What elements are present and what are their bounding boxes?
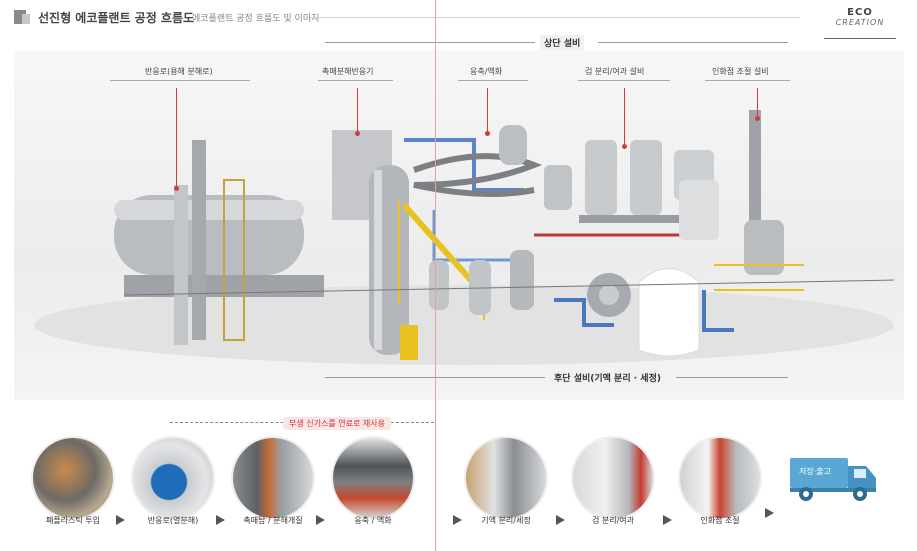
step-label-gum-filter: 검 분리/여과 bbox=[591, 516, 635, 525]
pin-dot-separation bbox=[622, 144, 627, 149]
bottom-section-line-right bbox=[676, 377, 788, 378]
step-arrow-5-icon bbox=[556, 515, 565, 525]
eq-line-condense bbox=[458, 80, 528, 81]
eq-line-catalyst bbox=[318, 80, 393, 81]
top-section-line-left bbox=[325, 42, 535, 43]
bottom-section-label: 후단 설비(기액 분리 · 세정) bbox=[550, 370, 665, 385]
reuse-label: 부생 신가스를 연료로 재사용 bbox=[283, 417, 391, 430]
step-label-condense: 응축 / 액화 bbox=[354, 516, 392, 525]
logo-line2: CREATION bbox=[835, 18, 885, 27]
label-condense: 응축/액화 bbox=[470, 67, 503, 76]
pin-dot-condense bbox=[485, 131, 490, 136]
pin-flashpoint bbox=[757, 88, 758, 118]
step-arrow-2-icon bbox=[216, 515, 225, 525]
step-image-gum-filter bbox=[573, 438, 653, 518]
pin-condense bbox=[487, 88, 488, 133]
header-divider bbox=[310, 17, 800, 18]
step-image-condense bbox=[333, 438, 413, 518]
eco-creation-logo: ECO CREATION bbox=[820, 7, 900, 39]
page-title: 선진형 에코플랜트 공정 흐름도 bbox=[38, 11, 195, 25]
step-image-flashpoint bbox=[680, 438, 760, 518]
label-separation: 검 분리/여과 설비 bbox=[585, 67, 645, 76]
truck-icon bbox=[790, 458, 876, 501]
label-flashpoint: 인화점 조절 설비 bbox=[712, 67, 769, 76]
label-catalyst: 촉매분해반응기 bbox=[322, 67, 374, 76]
eq-line-separation bbox=[578, 80, 670, 81]
header-marker-light bbox=[22, 14, 30, 24]
eq-line-flashpoint bbox=[705, 80, 790, 81]
pin-dot-flashpoint bbox=[755, 116, 760, 121]
step-label-flashpoint: 인화점 조절 bbox=[700, 516, 740, 525]
page-subtitle: 에코플랜트 공정 흐름도 및 이미지 bbox=[192, 14, 320, 24]
logo-line1: ECO bbox=[847, 7, 873, 18]
step-image-reactor bbox=[133, 438, 213, 518]
step-arrow-6-icon bbox=[663, 515, 672, 525]
step-image-gas-liquid bbox=[466, 438, 546, 518]
step-image-plastic-input bbox=[33, 438, 113, 518]
plant-illustration bbox=[14, 50, 904, 400]
top-section-line-right bbox=[598, 42, 788, 43]
step-image-catalyst bbox=[233, 438, 313, 518]
label-reactor: 반응로(용해 분해로) bbox=[145, 67, 213, 76]
step-label-plastic-input: 폐플라스틱 투입 bbox=[45, 516, 101, 525]
truck-label: 저장·출고 bbox=[799, 467, 831, 476]
step-arrow-1-icon bbox=[116, 515, 125, 525]
logo-underline-icon bbox=[824, 38, 896, 39]
plant-drawing-icon bbox=[34, 110, 895, 365]
step-label-reactor: 반응로(열분해) bbox=[147, 516, 199, 525]
step-arrow-4-icon bbox=[453, 515, 462, 525]
pin-catalyst bbox=[357, 88, 358, 133]
step-arrow-3-icon bbox=[316, 515, 325, 525]
step-arrow-7-icon bbox=[765, 508, 774, 518]
pin-dot-reactor bbox=[174, 186, 179, 191]
pin-dot-catalyst bbox=[355, 131, 360, 136]
pin-reactor bbox=[176, 88, 177, 188]
step-label-gas-liquid: 기액 분리/세정 bbox=[481, 516, 531, 525]
eq-line-reactor bbox=[110, 80, 250, 81]
center-divider bbox=[435, 0, 436, 551]
step-label-catalyst: 촉매탑 / 분해개질 bbox=[243, 516, 303, 525]
top-section-label: 상단 설비 bbox=[540, 35, 585, 50]
pin-separation bbox=[624, 88, 625, 146]
